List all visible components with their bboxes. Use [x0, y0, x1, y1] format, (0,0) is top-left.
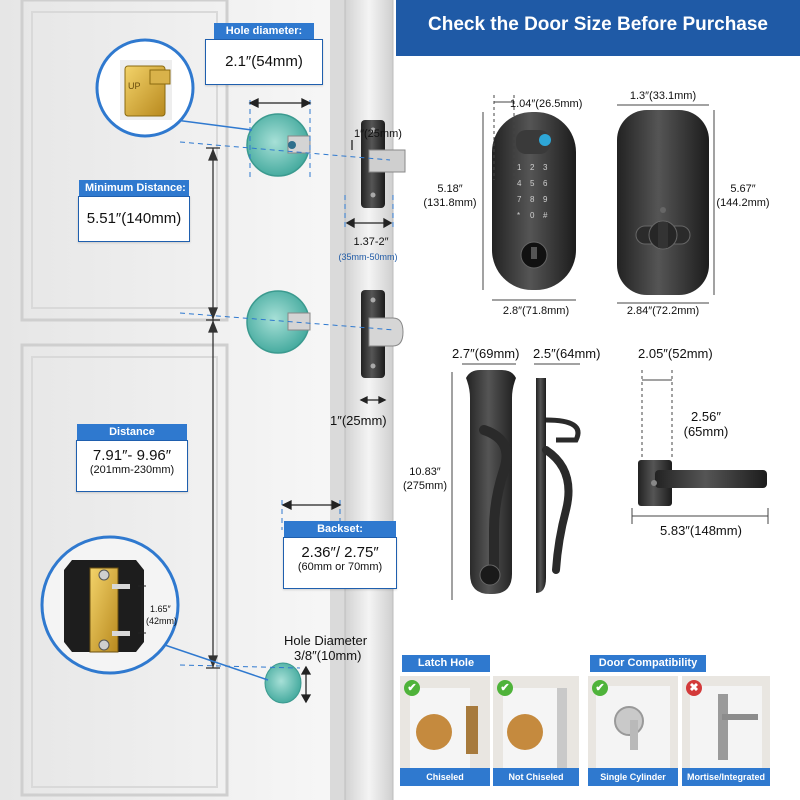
- keypad-height: 5.18″: [437, 183, 463, 195]
- handleset-dimension-lines: [451, 363, 580, 600]
- door-thickness: 1.37-2″: [353, 236, 389, 248]
- minimum-distance-box: Minimum Distance: 5.51″(140mm): [78, 180, 190, 242]
- deadbolt-bore-hole: [246, 113, 311, 177]
- svg-text:7: 7: [517, 195, 522, 204]
- latch-hole-title: Latch Hole: [402, 655, 490, 672]
- small-hole-label: Hole Diameter: [284, 633, 368, 648]
- handleset-height-mm: (275mm): [402, 480, 447, 492]
- backset-label: Backset:: [284, 521, 396, 537]
- door-side-graphic: [557, 688, 567, 768]
- card-caption: Chiseled: [400, 768, 490, 786]
- latch-hole-graphic: [507, 714, 543, 750]
- minimum-distance-value: 5.51″(140mm): [86, 210, 182, 227]
- small-bore-hole: [264, 662, 302, 704]
- latch-hole-card-chiseled: ✔ Chiseled: [400, 676, 490, 786]
- small-hole-value: 3/8″(10mm): [294, 648, 362, 663]
- check-icon: ✔: [497, 680, 513, 696]
- distance-sub: (201mm-230mm): [89, 464, 175, 476]
- key-graphic: [630, 720, 638, 750]
- card-caption: Not Chiseled: [493, 768, 579, 786]
- chisel-recess-graphic: [466, 706, 478, 754]
- cross-icon: ✖: [686, 680, 702, 696]
- product-dimension-lines: [482, 95, 715, 304]
- backset-value: 2.36″/ 2.75″: [301, 544, 379, 561]
- svg-text:5: 5: [530, 179, 535, 188]
- strike-box-zoom-detail: [40, 535, 269, 681]
- lever-length: 5.83″(148mm): [660, 523, 742, 538]
- interior-width: 2.84″(72.2mm): [626, 305, 700, 317]
- lever-dimension-lines: [631, 370, 769, 524]
- latch-plate-width: 1″(25mm): [330, 413, 387, 428]
- svg-text:3: 3: [543, 163, 548, 172]
- minimum-distance-label: Minimum Distance:: [79, 180, 189, 196]
- vertical-dimension-line: [206, 147, 220, 669]
- latch-hole-card-not-chiseled: ✔ Not Chiseled: [493, 676, 579, 786]
- card-caption: Single Cylinder: [588, 768, 678, 786]
- svg-text:0: 0: [530, 211, 535, 220]
- interior-unit-drawing: [617, 110, 709, 295]
- backset-box: Backset: 2.36″/ 2.75″ (60mm or 70mm): [283, 521, 397, 589]
- hole-diameter-box: Hole diameter: 2.1″(54mm): [205, 23, 323, 85]
- distance-value: 7.91″- 9.96″: [92, 447, 172, 464]
- distance-label: Distance: [77, 424, 187, 440]
- latch-bore-hole: [246, 290, 311, 354]
- svg-text:2: 2: [530, 163, 535, 172]
- strike-box-spacing-mm: (42mm): [146, 616, 177, 626]
- svg-text:9: 9: [543, 195, 548, 204]
- svg-text:1: 1: [517, 163, 522, 172]
- keypad-width: 2.8″(71.8mm): [502, 305, 570, 317]
- lever-projection-mm: (65mm): [683, 424, 729, 439]
- door-compat-card-single: ✔ Single Cylinder: [588, 676, 678, 786]
- deadbolt-knob-graphic: [614, 706, 644, 736]
- door-compat-card-mortise: ✖ Mortise/Integrated: [682, 676, 770, 786]
- hole-diameter-label: Hole diameter:: [214, 23, 314, 39]
- interior-height: 5.67″: [730, 183, 756, 195]
- mortise-plate-graphic: [718, 694, 728, 760]
- handleset-side-drawing: [536, 378, 581, 593]
- interior-height-mm: (144.2mm): [716, 197, 770, 209]
- strike-box-spacing: 1.65″: [150, 604, 171, 614]
- dimension-arrows: [248, 97, 393, 704]
- lever-projection: 2.56″: [691, 409, 721, 424]
- distance-box: Distance 7.91″- 9.96″ (201mm-230mm): [76, 424, 188, 492]
- keypad-depth: 1.04″(26.5mm): [510, 98, 583, 110]
- svg-text:*: *: [517, 211, 520, 220]
- svg-text:6: 6: [543, 179, 548, 188]
- strike-plate-width: 1″(25mm): [354, 128, 402, 140]
- deadbolt-strike: [361, 120, 406, 208]
- svg-text:#: #: [543, 211, 548, 220]
- passage-lever-drawing: [638, 460, 767, 506]
- check-icon: ✔: [592, 680, 608, 696]
- svg-text:4: 4: [517, 179, 522, 188]
- keypad-height-mm: (131.8mm): [423, 197, 477, 209]
- door-thickness-mm: (35mm-50mm): [338, 252, 398, 262]
- door-compat-title: Door Compatibility: [590, 655, 706, 672]
- handleset-height: 10.83″: [409, 466, 441, 478]
- handleset-width: 2.7″(69mm): [452, 346, 520, 361]
- latch-zoom-detail: [95, 38, 253, 138]
- latch-stamp-text: UP: [128, 81, 141, 91]
- mortise-lever-graphic: [722, 714, 758, 720]
- handleset-depth: 2.5″(64mm): [533, 346, 601, 361]
- header-banner: Check the Door Size Before Purchase: [396, 0, 800, 56]
- page-title: Check the Door Size Before Purchase: [428, 14, 768, 35]
- latch-hole-graphic: [416, 714, 452, 750]
- svg-text:8: 8: [530, 195, 535, 204]
- hole-diameter-value: 2.1″(54mm): [225, 53, 303, 70]
- interior-depth: 1.3″(33.1mm): [629, 90, 697, 102]
- card-caption: Mortise/Integrated: [682, 768, 770, 786]
- latch-plate: [361, 290, 404, 378]
- handleset-front-drawing: [466, 370, 516, 594]
- lever-rose: 2.05″(52mm): [638, 346, 713, 361]
- check-icon: ✔: [404, 680, 420, 696]
- backset-sub: (60mm or 70mm): [297, 561, 383, 573]
